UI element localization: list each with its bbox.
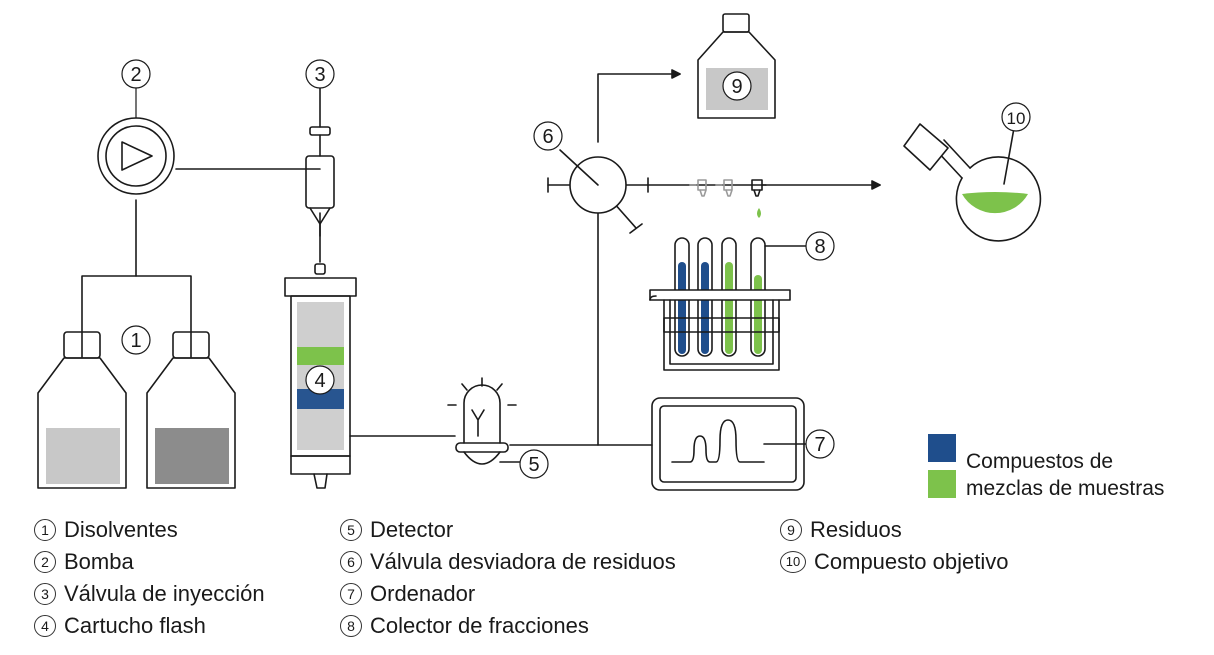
fraction-collector <box>649 237 807 371</box>
legend-item: 7 Ordenador <box>340 578 676 610</box>
blue-swatch <box>928 434 956 462</box>
callout-1: 1 <box>121 325 151 355</box>
callout-6: 6 <box>533 121 563 151</box>
legend-item: 10 Compuesto objetivo <box>780 546 1008 578</box>
waste-bottle <box>697 13 776 119</box>
callout-2-text: 2 <box>130 64 141 86</box>
legend-number: 1 <box>34 519 56 541</box>
legend-number: 6 <box>340 551 362 573</box>
computer-monitor <box>651 397 807 491</box>
callout-5: 5 <box>519 449 549 479</box>
callout-3: 3 <box>305 59 335 89</box>
solvent-bottle-left <box>37 331 127 489</box>
legend-number: 2 <box>34 551 56 573</box>
callout-7-text: 7 <box>814 434 825 456</box>
legend-label: Cartucho flash <box>64 613 206 638</box>
legend-label: Bomba <box>64 549 134 574</box>
pump-icon <box>97 117 175 195</box>
callout-10-text: 10 <box>1007 109 1026 128</box>
callout-7: 7 <box>805 429 835 459</box>
callout-4: 4 <box>305 365 335 395</box>
tubing-lines <box>81 69 881 446</box>
legend-number: 8 <box>340 615 362 637</box>
fraction-tips <box>689 179 733 197</box>
injection-valve-icon <box>305 87 335 237</box>
legend-item: 9 Residuos <box>780 514 1008 546</box>
legend-column-3: 9 Residuos 10 Compuesto objetivo <box>780 514 1008 578</box>
legend-label: Válvula de inyección <box>64 581 265 606</box>
flash-cartridge <box>284 263 357 489</box>
legend-label: Compuesto objetivo <box>814 549 1009 574</box>
legend-column-1: 1 Disolventes 2 Bomba 3 Válvula de inyecció… <box>34 514 265 642</box>
callout-9: 9 <box>722 71 752 101</box>
legend-label: Disolventes <box>64 517 178 542</box>
target-compound-flask <box>903 123 1042 242</box>
callout-1-text: 1 <box>130 330 141 352</box>
legend-column-2: 5 Detector 6 Válvula desviadora de residuo… <box>340 514 676 642</box>
detector-lamp <box>447 377 521 465</box>
number-callouts: 1 2 3 4 5 6 7 8 9 10 <box>121 59 1031 479</box>
callout-10: 10 <box>1001 102 1031 132</box>
callout-3-text: 3 <box>314 64 325 86</box>
legend-item: 8 Colector de fracciones <box>340 610 676 642</box>
callout-8-text: 8 <box>814 236 825 258</box>
legend-item: 5 Detector <box>340 514 676 546</box>
legend-item: 3 Válvula de inyección <box>34 578 265 610</box>
legend-label: Válvula desviadora de residuos <box>370 549 676 574</box>
color-key-line1: Compuestos de <box>966 450 1114 473</box>
legend-item: 6 Válvula desviadora de residuos <box>340 546 676 578</box>
color-key-line2: mezclas de muestras <box>966 477 1165 500</box>
active-tip <box>751 179 767 218</box>
legend-label: Residuos <box>810 517 902 542</box>
legend-item: 1 Disolventes <box>34 514 265 546</box>
legend-number: 4 <box>34 615 56 637</box>
legend-label: Ordenador <box>370 581 476 606</box>
legend-number: 7 <box>340 583 362 605</box>
callout-5-text: 5 <box>528 454 539 476</box>
legend-number: 5 <box>340 519 362 541</box>
legend-label: Detector <box>370 517 454 542</box>
green-swatch <box>928 470 956 498</box>
color-key-text: Compuestos de mezclas de muestras <box>966 448 1164 502</box>
legend-number: 10 <box>780 551 806 573</box>
waste-valve <box>559 149 627 214</box>
callout-2: 2 <box>121 59 151 89</box>
legend-label: Colector de fracciones <box>370 613 589 638</box>
callout-8: 8 <box>805 231 835 261</box>
callout-6-text: 6 <box>542 126 553 148</box>
callout-9-text: 9 <box>731 76 742 98</box>
solvent-bottle-right <box>146 331 236 489</box>
legend-item: 2 Bomba <box>34 546 265 578</box>
legend-item: 4 Cartucho flash <box>34 610 265 642</box>
legend-number: 9 <box>780 519 802 541</box>
legend-number: 3 <box>34 583 56 605</box>
callout-4-text: 4 <box>314 370 325 392</box>
